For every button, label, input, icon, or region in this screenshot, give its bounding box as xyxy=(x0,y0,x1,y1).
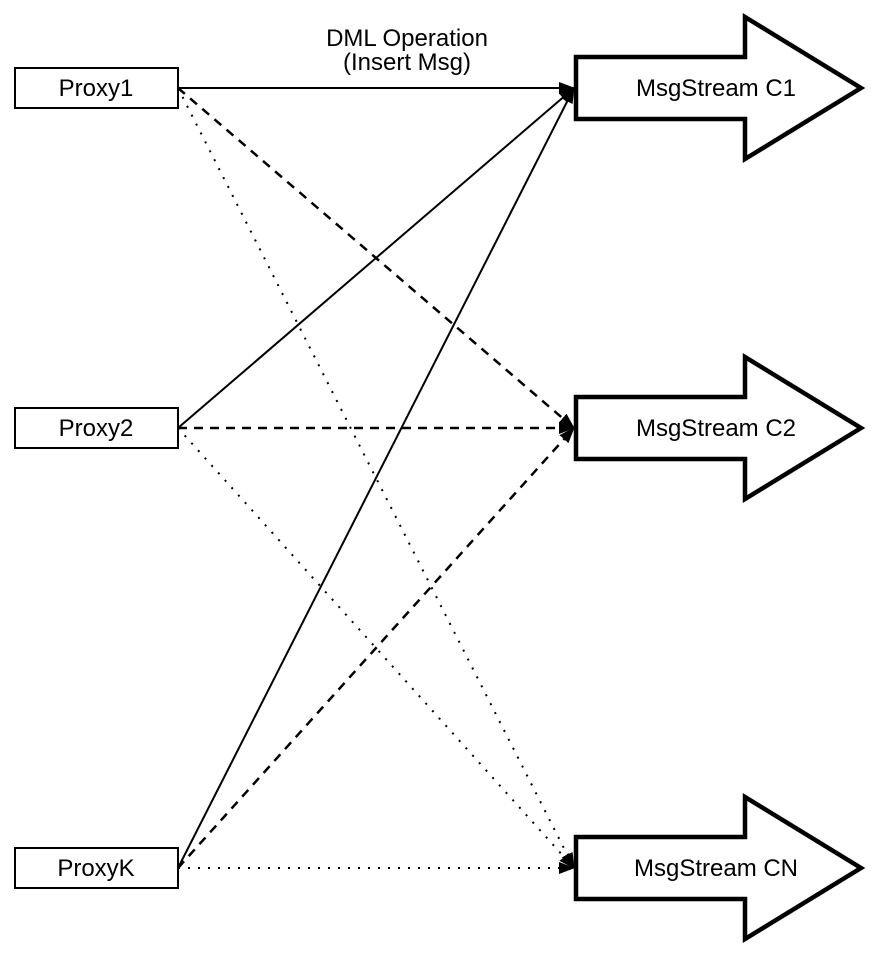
diagram-title-line2: (Insert Msg) xyxy=(343,49,471,76)
diagram-title-line1: DML Operation xyxy=(326,25,488,52)
proxy1-label: Proxy1 xyxy=(59,75,134,102)
proxyk-box xyxy=(14,847,179,889)
connector-proxy2-msgstream-c1 xyxy=(177,87,575,429)
connector-proxyk-msgstream-c1 xyxy=(177,87,575,869)
msgstream-c2-label: MsgStream C2 xyxy=(636,415,796,442)
connector-proxyk-msgstream-c2 xyxy=(177,427,575,869)
msgstream-c1-label: MsgStream C1 xyxy=(636,75,796,102)
proxy2-box xyxy=(14,407,179,449)
proxy1-box xyxy=(14,67,179,109)
msgstream-c1-arrow xyxy=(573,12,866,164)
proxy2-label: Proxy2 xyxy=(59,415,134,442)
msgstream-c2-arrow xyxy=(573,352,866,504)
msgstream-cn-arrow xyxy=(573,792,866,944)
proxyk-label: ProxyK xyxy=(57,855,134,882)
msgstream-cn-label: MsgStream CN xyxy=(634,855,798,882)
